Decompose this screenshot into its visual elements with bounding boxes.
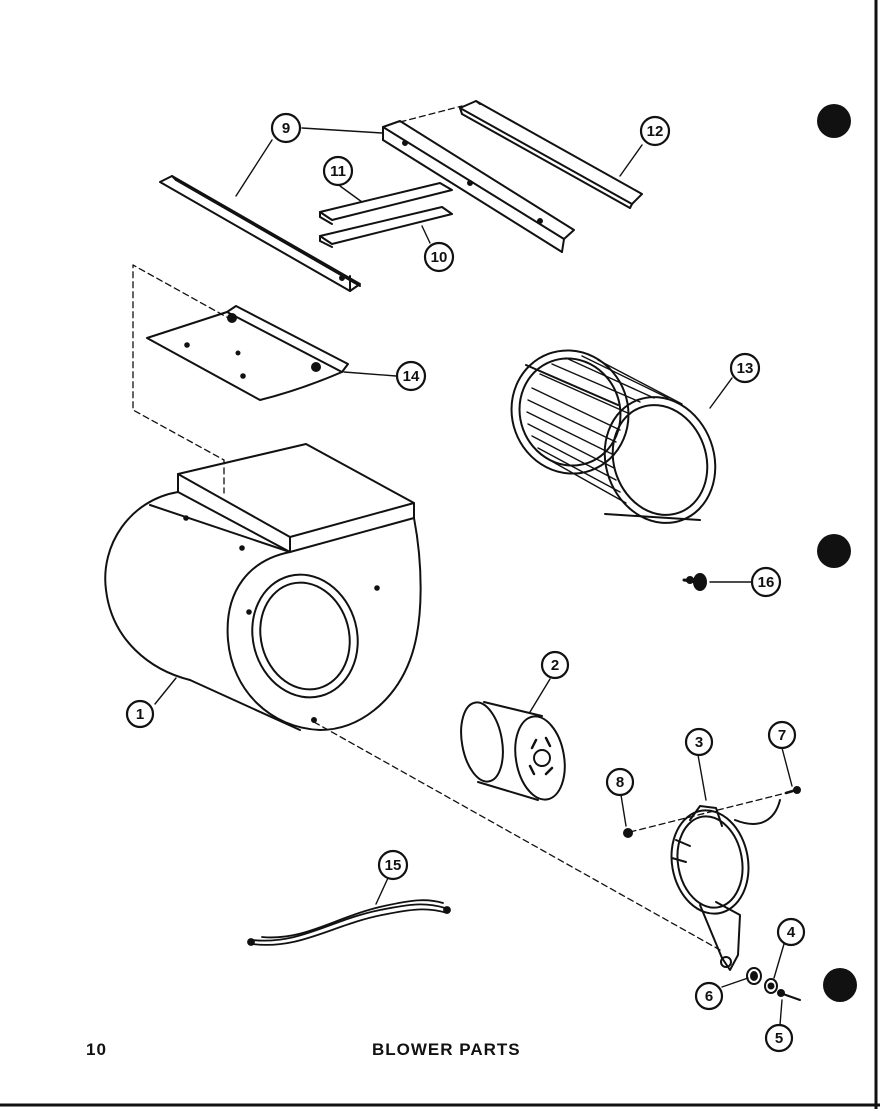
- svg-text:5: 5: [775, 1030, 783, 1047]
- callout-3: 3: [684, 727, 714, 757]
- part-angle-bracket-right: [382, 120, 575, 253]
- svg-text:14: 14: [403, 368, 420, 385]
- assembly-line-dashed: [132, 264, 233, 494]
- callout-11: 11: [322, 155, 354, 187]
- callout-15: 15: [377, 849, 409, 881]
- leader-dashed: [399, 105, 463, 123]
- part-nut: [623, 828, 633, 838]
- callout-16: 16: [750, 566, 782, 598]
- svg-text:9: 9: [282, 120, 290, 137]
- svg-text:15: 15: [385, 857, 402, 874]
- callout-7: 7: [767, 720, 797, 750]
- svg-text:12: 12: [647, 123, 664, 140]
- callout-5: 5: [764, 1023, 794, 1053]
- svg-text:6: 6: [705, 988, 713, 1005]
- callout-9: 9: [270, 112, 302, 144]
- callout-13: 13: [729, 352, 761, 384]
- callout-12: 12: [639, 115, 671, 147]
- svg-text:1: 1: [136, 706, 144, 723]
- callout-6: 6: [694, 981, 724, 1011]
- svg-text:8: 8: [616, 774, 624, 791]
- svg-text:13: 13: [737, 360, 754, 377]
- punch-hole: [823, 968, 857, 1002]
- part-blower-housing: [104, 443, 422, 731]
- part-wire-harness: [247, 899, 451, 946]
- part-strip-upper: [319, 182, 453, 225]
- callout-1: 1: [125, 699, 155, 729]
- callout-14: 14: [395, 360, 427, 392]
- part-cutoff-plate: [146, 305, 349, 401]
- svg-text:4: 4: [787, 924, 796, 941]
- assembly-line-dashed: [629, 791, 791, 833]
- svg-text:16: 16: [758, 574, 775, 591]
- part-bolt: [777, 989, 801, 1001]
- svg-text:10: 10: [431, 249, 448, 266]
- part-grommet: [746, 967, 762, 985]
- part-set-screw: [682, 573, 707, 591]
- page-number: 10: [86, 1040, 107, 1059]
- assembly-line-dashed: [313, 721, 721, 951]
- punch-hole: [817, 534, 851, 568]
- part-washer: [764, 978, 778, 994]
- callout-4: 4: [776, 917, 806, 947]
- leader-lines: [154, 127, 793, 1026]
- svg-text:3: 3: [695, 734, 703, 751]
- callout-8: 8: [605, 767, 635, 797]
- part-blower-wheel: [510, 349, 717, 524]
- part-channel-strip: [459, 100, 643, 209]
- part-screw-small: [784, 786, 801, 795]
- svg-text:2: 2: [551, 657, 559, 674]
- part-motor: [460, 701, 566, 801]
- part-angle-bracket-left: [159, 175, 361, 292]
- page-caption: BLOWER PARTS: [372, 1040, 521, 1059]
- punch-hole: [817, 104, 851, 138]
- callout-2: 2: [540, 650, 570, 680]
- callout-10: 10: [423, 241, 455, 273]
- svg-text:11: 11: [330, 163, 346, 180]
- part-strip-lower: [319, 206, 453, 248]
- part-motor-bracket: [670, 799, 781, 971]
- svg-text:7: 7: [778, 727, 786, 744]
